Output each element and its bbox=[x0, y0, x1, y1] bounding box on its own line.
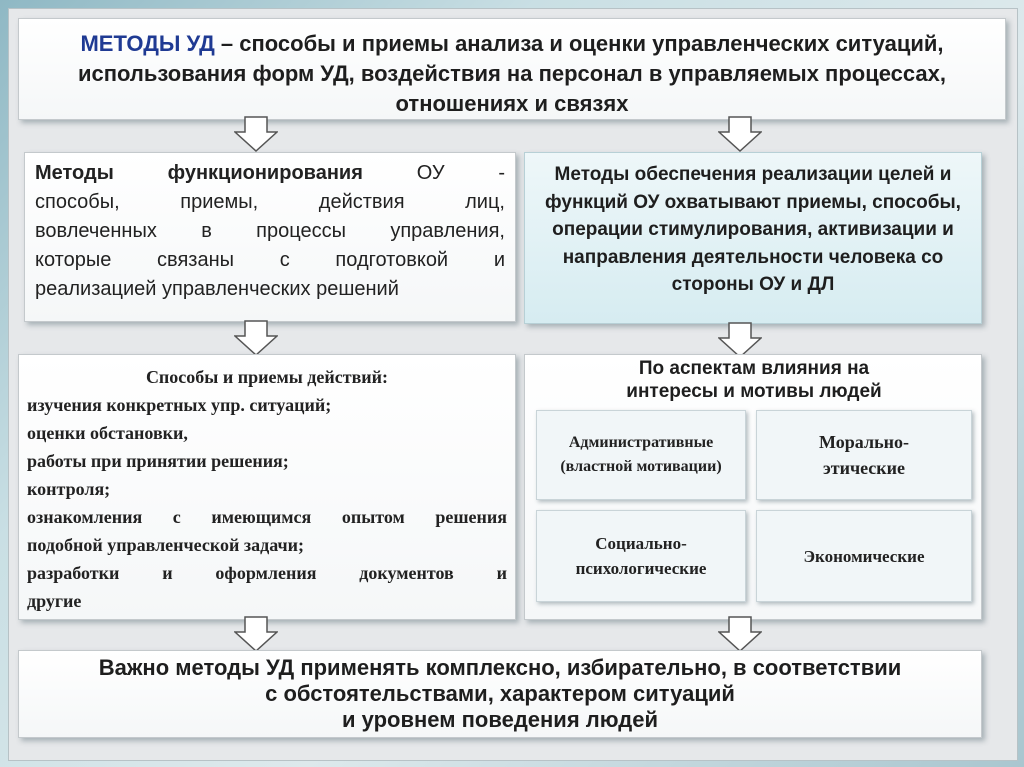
conclusion-line1: Важно методы УД применять комплексно, из… bbox=[98, 655, 902, 680]
actions-item: разработки и оформления документов и bbox=[27, 563, 507, 583]
actions-item: подобной управленческой задачи; bbox=[27, 535, 305, 555]
functioning-line4: которые связаны с подготовкой и bbox=[35, 249, 505, 271]
actions-item: изучения конкретных упр. ситуаций; bbox=[27, 395, 332, 415]
definition-box: МЕТОДЫ УД – способы и приемы анализа и о… bbox=[18, 18, 1006, 120]
economic-cell: Экономические bbox=[756, 510, 972, 602]
socio-psychological-cell: Социально-психологические bbox=[536, 510, 746, 602]
actions-item: оценки обстановки, bbox=[27, 423, 188, 443]
actions-title: Способы и приемы действий: bbox=[145, 367, 389, 387]
moral-ethical-cell: Морально-этические bbox=[756, 410, 972, 500]
down-arrow-icon bbox=[718, 616, 762, 652]
conclusion-line3: и уровнем поведения людей bbox=[342, 707, 658, 732]
down-arrow-icon bbox=[234, 116, 278, 152]
functioning-line5: реализацией управленческих решений bbox=[35, 278, 399, 300]
actions-item: другие bbox=[27, 591, 82, 611]
definition-title: МЕТОДЫ УД bbox=[80, 31, 215, 56]
down-arrow-icon bbox=[234, 320, 278, 356]
actions-item: ознакомления с имеющимся опытом решения bbox=[27, 507, 507, 527]
down-arrow-icon bbox=[718, 322, 762, 358]
functioning-title: Методы функционирования bbox=[35, 162, 363, 184]
actions-item: контроля; bbox=[27, 479, 111, 499]
support-methods-text: Методы обеспечения реализации целей и фу… bbox=[545, 164, 961, 295]
administrative-cell: Административные (властной мотивации) bbox=[536, 410, 746, 500]
conclusion-box: Важно методы УД применять комплексно, из… bbox=[18, 650, 982, 738]
actions-item: работы при принятии решения; bbox=[27, 451, 289, 471]
functioning-line2: способы, приемы, действия лиц, bbox=[35, 191, 505, 213]
functioning-line3: вовлеченных в процессы управления, bbox=[35, 220, 505, 242]
definition-text: – способы и приемы анализа и оценки упра… bbox=[77, 31, 947, 116]
down-arrow-icon bbox=[718, 116, 762, 152]
conclusion-line2: с обстоятельствами, характером ситуаций bbox=[265, 681, 735, 706]
influence-title: По аспектам влияния на интересы и мотивы… bbox=[626, 358, 882, 402]
down-arrow-icon bbox=[234, 616, 278, 652]
functioning-line1: ОУ - bbox=[416, 162, 506, 184]
actions-box: Способы и приемы действий: изучения конк… bbox=[18, 354, 516, 620]
functioning-methods-box: Методы функционирования ОУ - способы, пр… bbox=[24, 152, 516, 322]
support-methods-box: Методы обеспечения реализации целей и фу… bbox=[524, 152, 982, 324]
